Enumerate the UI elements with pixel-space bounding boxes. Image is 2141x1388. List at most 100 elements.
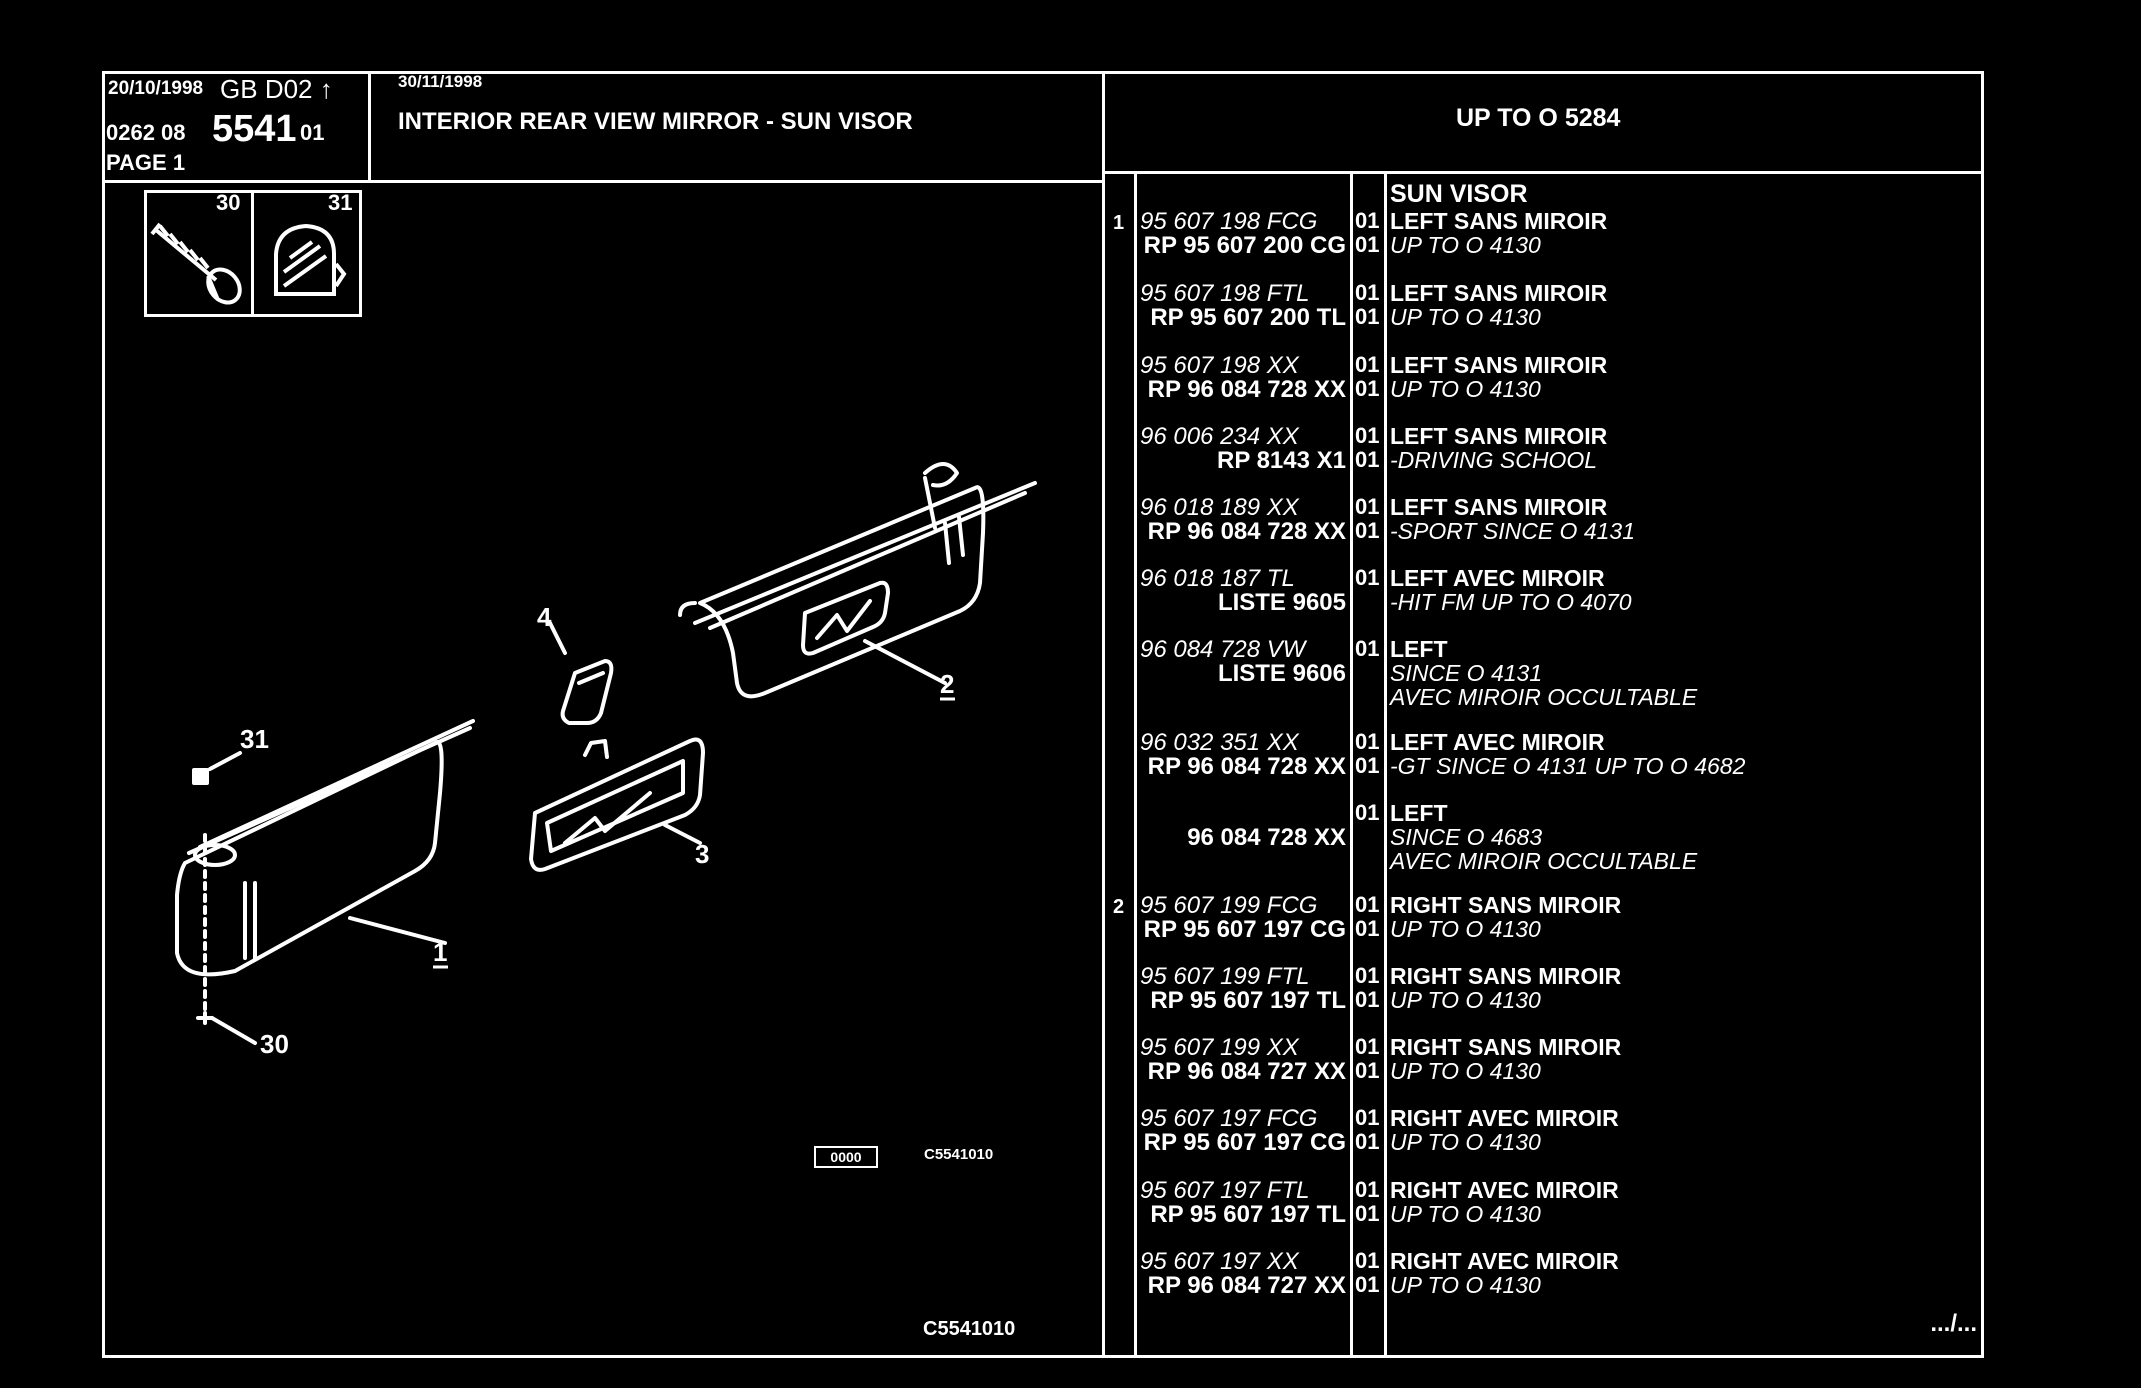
cell-q2: 01 bbox=[1355, 1272, 1380, 1297]
sun-visor-right bbox=[678, 462, 1037, 699]
cell-q1: 01 bbox=[1355, 800, 1380, 825]
cell-q1: 01 bbox=[1355, 1105, 1380, 1130]
cell-q2: 01 bbox=[1355, 1201, 1380, 1226]
cell-d1: RIGHT AVEC MIROIR bbox=[1390, 1177, 1619, 1203]
cell-pn2: LISTE 9606 bbox=[1217, 660, 1346, 687]
cell-d2: SINCE O 4131 bbox=[1390, 660, 1543, 686]
cell-pn2: RP 96 084 727 XX bbox=[1147, 1058, 1346, 1085]
cell-pn1: 95 607 197 XX bbox=[1140, 1248, 1299, 1275]
header-code: D02 bbox=[264, 74, 313, 104]
diagram-code-small: C5541010 bbox=[924, 1146, 994, 1163]
cell-d1: RIGHT SANS MIROIR bbox=[1390, 1034, 1622, 1060]
callout-3: 3 bbox=[695, 839, 709, 869]
cell-pn1: 96 032 351 XX bbox=[1140, 729, 1299, 756]
cell-q2: 01 bbox=[1355, 447, 1380, 472]
cell-d1: RIGHT AVEC MIROIR bbox=[1390, 1105, 1619, 1131]
cell-d2: UP TO O 4130 bbox=[1390, 304, 1541, 330]
cell-d1: RIGHT SANS MIROIR bbox=[1390, 963, 1622, 989]
cell-q1: 01 bbox=[1355, 636, 1380, 661]
cell-pn2: RP 95 607 197 CG bbox=[1143, 916, 1346, 943]
cell-pn2: RP 95 607 200 TL bbox=[1150, 304, 1346, 331]
cell-pn1: 96 084 728 VW bbox=[1140, 636, 1306, 663]
cell-q1: 01 bbox=[1355, 1034, 1380, 1059]
divider-center bbox=[1102, 71, 1105, 1358]
screw-icon bbox=[150, 222, 242, 305]
cell-q1: 01 bbox=[1355, 208, 1380, 233]
cell-d2: UP TO O 4130 bbox=[1390, 376, 1541, 402]
cell-pn2: RP 95 607 197 CG bbox=[1143, 1129, 1346, 1156]
cell-pn1: 95 607 197 FCG bbox=[1140, 1105, 1318, 1132]
cell-pn1: 96 018 189 XX bbox=[1140, 494, 1299, 521]
cell-ref: 2 bbox=[1113, 896, 1125, 918]
cell-pn1: 95 607 199 FTL bbox=[1140, 963, 1310, 990]
cell-d2: -GT SINCE O 4131 UP TO O 4682 bbox=[1390, 753, 1746, 779]
cell-q2: 01 bbox=[1355, 1058, 1380, 1083]
cell-pn1: 96 006 234 XX bbox=[1140, 423, 1299, 450]
cell-q1: 01 bbox=[1355, 352, 1380, 377]
frame-top bbox=[102, 71, 1984, 74]
cell-d2: SINCE O 4683 bbox=[1390, 824, 1543, 850]
diagram-box-label: 0000 bbox=[814, 1146, 878, 1168]
header-market-code: GB D02 ↑ bbox=[220, 74, 333, 105]
cell-pn2: RP 96 084 727 XX bbox=[1147, 1272, 1346, 1299]
cell-pn1: 96 018 187 TL bbox=[1140, 565, 1295, 592]
header-divider bbox=[368, 71, 371, 183]
column-line-2 bbox=[1350, 171, 1353, 1358]
cell-pn1: 95 607 199 XX bbox=[1140, 1034, 1299, 1061]
cell-pn1: 95 607 198 FCG bbox=[1140, 208, 1318, 235]
cell-q1: 01 bbox=[1355, 1248, 1380, 1273]
header-ref-main: 5541 bbox=[212, 108, 297, 150]
cell-d1: LEFT SANS MIROIR bbox=[1390, 208, 1608, 234]
cell-q1: 01 bbox=[1355, 423, 1380, 448]
cell-d1: RIGHT AVEC MIROIR bbox=[1390, 1248, 1619, 1274]
cell-q1: 01 bbox=[1355, 1177, 1380, 1202]
cell-d3: AVEC MIROIR OCCULTABLE bbox=[1390, 848, 1698, 874]
cell-d3: AVEC MIROIR OCCULTABLE bbox=[1390, 684, 1698, 710]
cell-d2: -DRIVING SCHOOL bbox=[1390, 447, 1598, 473]
cell-q2: 01 bbox=[1355, 376, 1380, 401]
cell-pn2: RP 8143 X1 bbox=[1217, 447, 1346, 474]
header-ref-prefix: 0262 08 bbox=[106, 120, 186, 145]
exploded-diagram: 1 2 3 4 30 31 bbox=[175, 462, 1037, 1059]
sun-visor-left bbox=[175, 719, 475, 1025]
cell-q2: 01 bbox=[1355, 916, 1380, 941]
clip-icon bbox=[274, 223, 347, 296]
icons-box-right bbox=[359, 190, 362, 317]
callout-31: 31 bbox=[240, 724, 269, 754]
cell-pn2: RP 95 607 197 TL bbox=[1150, 1201, 1346, 1228]
header-range: UP TO O 5284 bbox=[1456, 104, 1621, 132]
cell-q1: 01 bbox=[1355, 963, 1380, 988]
header-ref-suffix: 01 bbox=[300, 120, 325, 145]
column-line-1 bbox=[1134, 171, 1137, 1358]
cell-q2: 01 bbox=[1355, 987, 1380, 1012]
cell-d2: UP TO O 4130 bbox=[1390, 1058, 1541, 1084]
cell-d1: LEFT AVEC MIROIR bbox=[1390, 729, 1605, 755]
cell-ref: 1 bbox=[1113, 212, 1125, 234]
header-rule-right bbox=[1102, 171, 1984, 174]
cell-q1: 01 bbox=[1355, 892, 1380, 917]
header-rule-left bbox=[102, 180, 1105, 183]
cell-d2: UP TO O 4130 bbox=[1390, 916, 1541, 942]
cell-pn2: RP 96 084 728 XX bbox=[1147, 753, 1346, 780]
page-title: INTERIOR REAR VIEW MIRROR - SUN VISOR bbox=[398, 108, 913, 135]
section-heading: SUN VISOR bbox=[1390, 180, 1528, 208]
callout-4: 4 bbox=[537, 602, 552, 632]
cell-d2: UP TO O 4130 bbox=[1390, 1201, 1541, 1227]
frame-left bbox=[102, 71, 105, 1358]
cell-d1: LEFT AVEC MIROIR bbox=[1390, 565, 1605, 591]
cell-d2: -SPORT SINCE O 4131 bbox=[1390, 518, 1635, 544]
cell-pn2: RP 96 084 728 XX bbox=[1147, 376, 1346, 403]
cell-d1: LEFT SANS MIROIR bbox=[1390, 280, 1608, 306]
column-line-3 bbox=[1384, 171, 1387, 1358]
up-arrow-icon: ↑ bbox=[319, 74, 333, 104]
